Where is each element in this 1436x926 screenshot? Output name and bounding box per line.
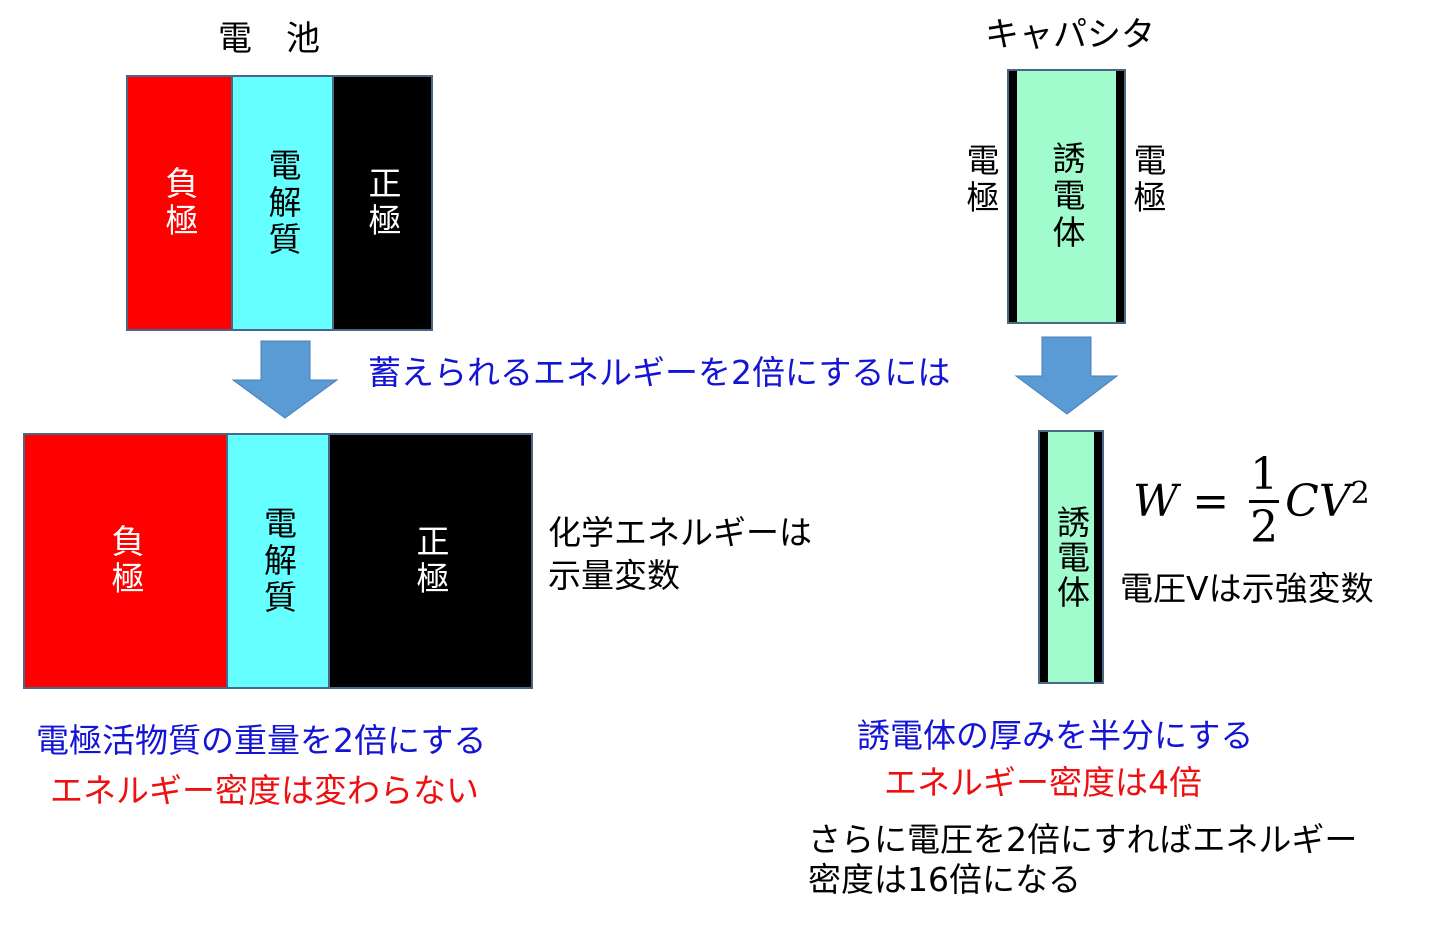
formula-denominator: 2	[1250, 502, 1279, 554]
battery-caption-red: エネルギー密度は変わらない	[50, 771, 479, 810]
dielectric: 誘電体	[1017, 71, 1116, 322]
capacitor-thin-diagram: 誘電体	[1038, 430, 1104, 684]
extra-note-line1: さらに電圧を2倍にすればエネルギー	[808, 820, 1358, 859]
dielectric-thin-label: 誘電体	[1051, 504, 1091, 610]
positive-electrode: 正極	[332, 77, 431, 329]
right-plate-thin	[1094, 432, 1102, 682]
battery-doubled-diagram: 負極 電解質 正極	[23, 433, 533, 689]
electrolyte-doubled: 電解質	[226, 435, 328, 687]
formula-fraction: 1 2	[1249, 449, 1280, 554]
negative-electrode: 負極	[128, 77, 231, 329]
battery-caption-blue: 電極活物質の重量を2倍にする	[36, 721, 487, 760]
down-arrow-icon-capacitor	[1014, 336, 1119, 415]
electrolyte-label: 電解質	[263, 147, 302, 259]
left-plate	[1009, 71, 1017, 322]
formula-lhs: W	[1133, 476, 1179, 528]
positive-electrode-label: 正極	[363, 166, 402, 240]
positive-electrode-doubled-label: 正極	[411, 524, 450, 598]
chemical-energy-note-line1: 化学エネルギーは	[548, 513, 812, 552]
battery-diagram: 負極 電解質 正極	[126, 75, 433, 331]
electrolyte-doubled-label: 電解質	[258, 505, 298, 617]
energy-formula: W = 1 2 CV 2	[1133, 449, 1370, 554]
question-text: 蓄えられるエネルギーを2倍にするには	[368, 353, 951, 392]
right-electrode-label: 電極	[1128, 143, 1167, 217]
capacitor-caption-blue: 誘電体の厚みを半分にする	[857, 716, 1254, 755]
negative-electrode-label: 負極	[160, 166, 199, 240]
left-plate-thin	[1040, 432, 1048, 682]
electrolyte: 電解質	[231, 77, 332, 329]
down-arrow-icon-battery	[231, 340, 339, 419]
left-electrode-label: 電極	[961, 143, 1000, 217]
capacitor-title: キャパシタ	[985, 15, 1155, 55]
extra-note-line2: 密度は16倍になる	[808, 860, 1081, 900]
formula-rhs: CV	[1285, 476, 1351, 528]
dielectric-thin: 誘電体	[1048, 432, 1094, 682]
capacitor-diagram: 誘電体	[1007, 69, 1126, 324]
negative-electrode-doubled: 負極	[25, 435, 226, 687]
chemical-energy-note: 化学エネルギーは 示量変数	[548, 512, 812, 598]
formula-numerator: 1	[1250, 449, 1279, 500]
positive-electrode-doubled: 正極	[328, 435, 531, 687]
extra-note: さらに電圧を2倍にすればエネルギー 密度は16倍になる	[808, 820, 1357, 901]
formula-exponent: 2	[1350, 476, 1370, 512]
negative-electrode-doubled-label: 負極	[106, 524, 145, 598]
voltage-note: 電圧Vは示強変数	[1120, 569, 1374, 608]
dielectric-label: 誘電体	[1047, 141, 1086, 252]
formula-equals: =	[1192, 476, 1230, 528]
right-plate	[1116, 71, 1124, 322]
fraction-bar	[1249, 500, 1280, 504]
battery-title: 電 池	[218, 19, 320, 59]
capacitor-caption-red: エネルギー密度は4倍	[884, 763, 1202, 802]
chemical-energy-note-line2: 示量変数	[548, 555, 680, 595]
